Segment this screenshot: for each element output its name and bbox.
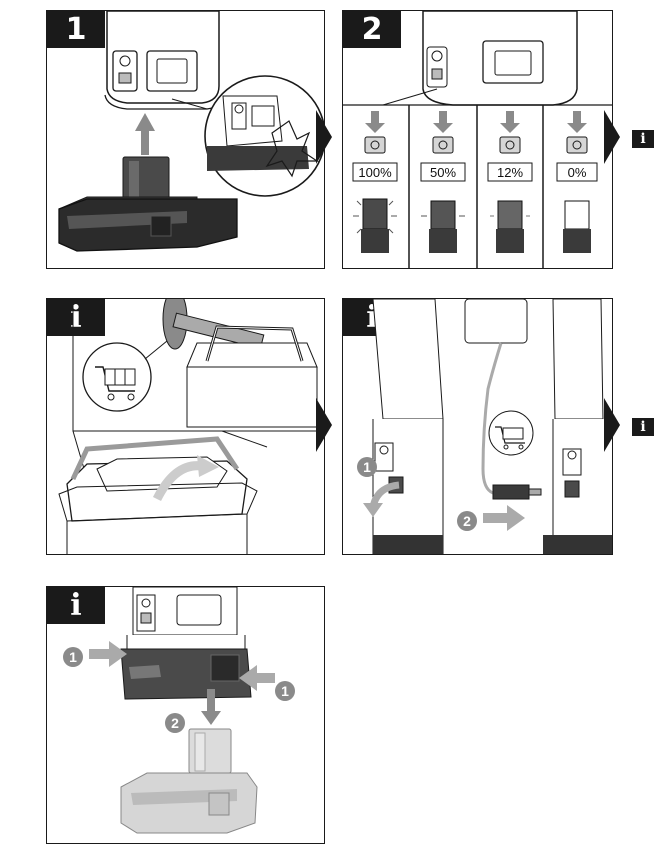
- step-badge-1: 1: [47, 11, 105, 48]
- panel-3: i: [46, 298, 325, 555]
- insert-arrow-icon: [135, 113, 155, 155]
- next-arrow-icon: [316, 398, 332, 452]
- tool-head: [104, 11, 224, 110]
- level-label: 0%: [568, 165, 587, 180]
- step-number: 2: [463, 513, 471, 529]
- mount-accessory: [162, 299, 318, 428]
- next-arrow-icon: [604, 398, 620, 452]
- level-label: 50%: [430, 165, 456, 180]
- panel-5: i 1 1 2: [46, 586, 325, 844]
- battery-icon: [58, 156, 238, 252]
- battery-icon: [120, 728, 258, 834]
- panel-2: 2 100% 50%: [342, 10, 613, 269]
- zoom-detail: [171, 75, 324, 197]
- level-column-4: 0%: [556, 111, 598, 253]
- level-column-1: 100%: [352, 111, 398, 253]
- level-label: 100%: [358, 165, 392, 180]
- next-arrow-icon: [604, 110, 620, 164]
- info-badge: i: [47, 299, 105, 336]
- cart-icon: [488, 410, 534, 456]
- info-icon: i: [632, 418, 654, 436]
- cart-icon: [82, 340, 168, 412]
- level-label: 12%: [497, 165, 523, 180]
- panel-2-illustration: 100% 50% 12%: [343, 11, 612, 268]
- step-number: 2: [171, 715, 179, 731]
- panel-4: i 1 2: [342, 298, 613, 555]
- info-icon: i: [632, 130, 654, 148]
- panel-1-illustration: [58, 11, 324, 252]
- step-number: 1: [363, 459, 371, 475]
- step-number: 1: [69, 649, 77, 665]
- panel-4-illustration: 1 2: [357, 299, 612, 554]
- level-column-2: 50%: [420, 111, 466, 253]
- panel-3-illustration: [58, 299, 324, 554]
- panel-5-illustration: 1 1 2: [63, 587, 295, 834]
- step-badge-2: 2: [343, 11, 401, 48]
- panel-1: 1: [46, 10, 325, 269]
- step-number: 1: [281, 683, 289, 699]
- info-badge: i: [47, 587, 105, 624]
- level-column-3: 12%: [487, 111, 533, 253]
- battery-case: [58, 430, 268, 554]
- usb-port-icon: [564, 480, 580, 498]
- next-arrow-icon: [316, 110, 332, 164]
